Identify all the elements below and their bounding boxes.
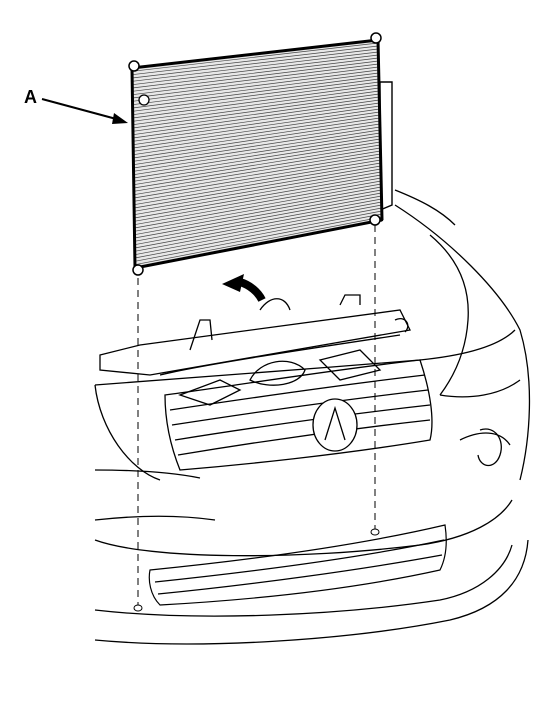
- condenser-fin: [132, 78, 379, 112]
- front-bumper: [94, 189, 531, 645]
- callout-label-a: A: [24, 87, 37, 107]
- condenser-fin: [134, 216, 382, 266]
- condenser-fin: [132, 60, 379, 92]
- condenser-fin: [132, 75, 379, 109]
- condenser-fin: [134, 207, 382, 256]
- condenser-fin: [134, 201, 382, 249]
- condenser-a: [128, 32, 393, 276]
- condenser-fin: [132, 45, 379, 76]
- condenser-fin: [132, 96, 380, 132]
- lower-intake: [148, 524, 447, 606]
- condenser-fin: [134, 177, 382, 222]
- condenser-fin: [134, 186, 382, 232]
- condenser-fin: [133, 141, 381, 182]
- condenser-fin: [132, 69, 379, 102]
- condenser-fin: [133, 159, 381, 202]
- condenser-fin: [134, 168, 381, 212]
- condenser-fin: [134, 180, 382, 226]
- condenser-fin: [133, 102, 380, 139]
- condenser-fin: [134, 192, 382, 239]
- condenser-fin: [134, 174, 382, 219]
- condenser-fin: [134, 165, 381, 209]
- condenser-fin: [133, 138, 381, 179]
- condenser-fin: [133, 162, 381, 206]
- condenser-fin: [133, 123, 380, 162]
- condenser-fin: [132, 99, 380, 136]
- condenser-fin: [134, 171, 381, 216]
- condenser-fin: [132, 54, 379, 86]
- condenser-fin: [134, 210, 382, 259]
- condenser-fin: [133, 147, 381, 189]
- condenser-fin: [132, 42, 379, 72]
- condenser-fin: [133, 117, 380, 156]
- grille: [164, 359, 433, 471]
- condenser-fin: [132, 66, 379, 99]
- condenser-fin: [134, 204, 382, 252]
- condenser-fin: [132, 93, 380, 129]
- condenser-fin: [133, 105, 380, 142]
- condenser-fin: [132, 90, 380, 126]
- condenser-fin: [133, 156, 381, 199]
- condenser-fin: [132, 72, 379, 106]
- radiator-support: [99, 294, 411, 406]
- condenser-fin: [132, 48, 379, 79]
- callout-arrow: [41, 98, 128, 124]
- condenser-fin: [134, 213, 382, 262]
- condenser-fin: [133, 108, 380, 146]
- condenser-fin: [133, 132, 381, 172]
- condenser-fin: [133, 114, 380, 152]
- condenser-fin: [133, 111, 380, 149]
- condenser-fin: [132, 51, 379, 82]
- condenser-fin: [133, 126, 380, 166]
- condenser-fins: [132, 42, 382, 266]
- condenser-fin: [134, 189, 382, 236]
- condenser-fin: [132, 87, 380, 122]
- condenser-fin: [133, 153, 381, 196]
- condenser-fin: [134, 198, 382, 246]
- condenser-fin: [132, 81, 379, 116]
- condenser-fin: [133, 120, 380, 159]
- mounting-guide-lines: [137, 225, 376, 605]
- condenser-fin: [134, 183, 382, 229]
- removal-direction-arrow: [222, 274, 266, 302]
- condenser-fin: [133, 150, 381, 192]
- condenser-fin: [133, 144, 381, 186]
- condenser-fin: [133, 135, 381, 176]
- condenser-fin: [132, 57, 379, 89]
- condenser-fin: [132, 63, 379, 96]
- condenser-fin: [133, 129, 381, 169]
- condenser-fin: [132, 84, 380, 119]
- condenser-fin: [134, 195, 382, 242]
- mounting-holes: [133, 528, 380, 612]
